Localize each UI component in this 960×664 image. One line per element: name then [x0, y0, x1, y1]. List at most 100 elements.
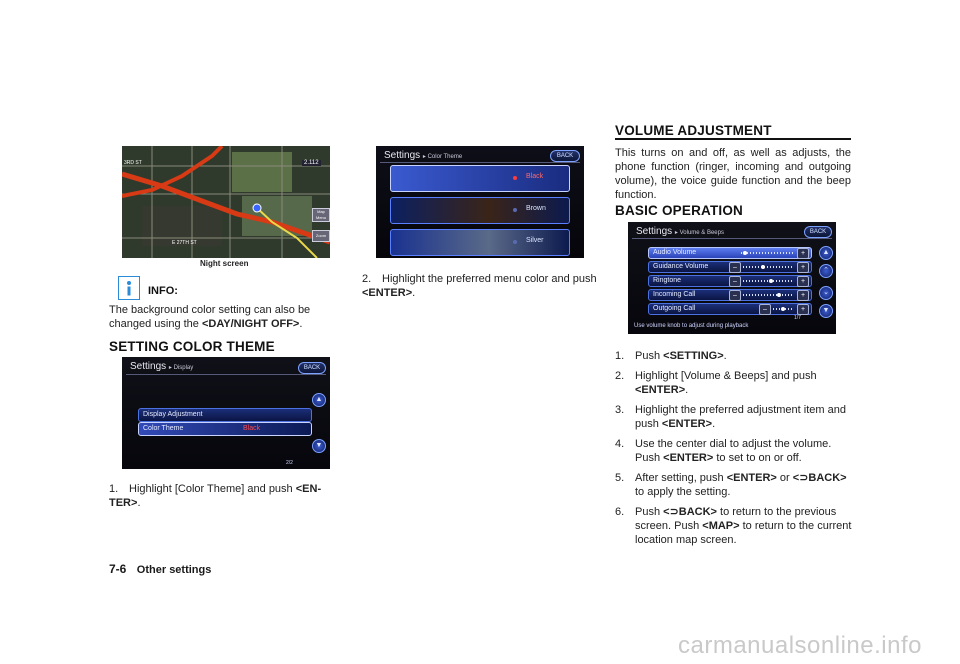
step-item: 4. Use the center dial to adjust the vol…	[615, 437, 853, 465]
page-footer: 7-6 Other settings	[109, 560, 211, 578]
step-text-post: .	[685, 384, 689, 396]
color-theme-screenshot: Settings ▸ Color Theme BACK Black Brown …	[376, 146, 584, 258]
step-number: 5.	[615, 472, 625, 484]
step-text-post: to apply the setting.	[635, 486, 731, 498]
watermark-text: carmanualsonline.info	[678, 632, 922, 659]
step-text: Use the center dial to adjust the volume…	[635, 438, 832, 464]
section-name: Other settings	[136, 564, 212, 576]
color-option-brown[interactable]: Brown	[390, 197, 570, 224]
menu-item-color-theme[interactable]: Color Theme Black	[138, 422, 312, 436]
info-text-key: <DAY/NIGHT OFF>	[201, 318, 300, 330]
step-text-post: to set to on or off.	[713, 452, 802, 464]
basic-operation-steps: 1. Push <SETTING>. 2. Highlight [Volume …	[615, 349, 853, 553]
step-text: Highlight the preferred menu color and p…	[382, 273, 597, 285]
menu-item-incoming-call[interactable]: Incoming Call – +	[648, 289, 812, 301]
menu-item-label: Ringtone	[653, 277, 682, 284]
step-key: <EN-TER>	[109, 483, 322, 509]
step-text: Highlight [Volume & Beeps] and push	[635, 370, 817, 382]
color-option-label: Black	[526, 173, 544, 180]
step-item: 1. Push <SETTING>.	[615, 349, 853, 363]
menu-item-label: Guidance Volume	[653, 263, 709, 270]
screen-title: Settings	[636, 226, 673, 237]
step-key: <⊃BACK>	[792, 472, 847, 484]
back-button[interactable]: BACK	[298, 362, 326, 374]
menu-item-display-adjustment[interactable]: Display Adjustment	[138, 408, 312, 422]
step-text: Highlight [Color Theme] and push	[129, 483, 296, 495]
night-map-screenshot: 3RD ST E 27TH ST 2.112 Map Menu Zoom	[122, 146, 330, 258]
scroll-down-button[interactable]: ▼	[312, 439, 326, 453]
screen-subtitle: ▸ Color Theme	[422, 154, 463, 160]
step-text: Push	[635, 350, 664, 362]
back-label: BACK	[556, 153, 574, 159]
step-key: <⊃BACK>	[663, 506, 717, 518]
scroll-down-button[interactable]: ▼	[819, 304, 833, 318]
back-label: BACK	[303, 365, 321, 371]
screen-title: Settings	[384, 150, 421, 161]
step-key: <ENTER>	[362, 287, 413, 299]
step-key: <ENTER>	[663, 452, 714, 464]
info-text: The background color setting can also be…	[109, 303, 347, 331]
step-key: <ENTER>	[726, 472, 777, 484]
step-text: Highlight the preferred adjustment item …	[635, 404, 846, 430]
selected-dot-icon	[513, 176, 517, 180]
menu-item-label: Color Theme	[143, 425, 184, 432]
step-2: 2. Highlight the preferred menu color and…	[362, 272, 602, 300]
info-text-post: .	[299, 318, 303, 330]
step-1: 1. Highlight [Color Theme] and push <EN-T…	[109, 482, 349, 510]
color-option-label: Brown	[526, 205, 546, 212]
step-number: 1.	[615, 350, 625, 362]
step-key: <MAP>	[702, 520, 740, 532]
step-text: After setting, push	[635, 472, 727, 484]
menu-item-label: Display Adjustment	[143, 411, 203, 418]
page-indicator: 1/7	[794, 315, 801, 321]
map-street-label: 3RD ST	[124, 160, 142, 166]
color-option-label: Silver	[526, 237, 544, 244]
color-option-silver[interactable]: Silver	[390, 229, 570, 256]
back-label: BACK	[809, 229, 827, 235]
step-number: 3.	[615, 404, 625, 416]
step-number: 1.	[109, 483, 119, 495]
page-indicator: 2/2	[286, 460, 293, 466]
step-number: 4.	[615, 438, 625, 450]
menu-item-ringtone[interactable]: Ringtone – +	[648, 275, 812, 287]
scroll-up-button[interactable]: ▲	[312, 393, 326, 407]
menu-item-guidance-volume[interactable]: Guidance Volume – +	[648, 261, 812, 273]
volume-settings-screenshot: Settings ▸ Volume & Beeps BACK Audio Vol…	[628, 222, 836, 334]
map-street-label: E 27TH ST	[172, 240, 197, 246]
map-scale-readout: 2.112	[302, 160, 321, 166]
menu-item-label: Outgoing Call	[653, 305, 696, 312]
step-number: 2.	[362, 273, 372, 285]
screen-subtitle: ▸ Display	[168, 365, 194, 371]
unselected-dot-icon	[513, 208, 517, 212]
step-text-post: .	[723, 350, 727, 362]
night-screen-caption: Night screen	[200, 259, 249, 268]
volume-adjustment-heading: VOLUME ADJUSTMENT	[615, 123, 772, 138]
step-item: 2. Highlight [Volume & Beeps] and push <…	[615, 369, 853, 397]
screen-title: Settings	[130, 361, 167, 372]
back-button[interactable]: BACK	[804, 226, 832, 238]
scroll-page-down-button[interactable]: ⌄	[819, 286, 833, 300]
step-text-post: to return to the current location map sc…	[635, 520, 852, 546]
color-option-black[interactable]: Black	[390, 165, 570, 192]
page-number: 7-6	[109, 562, 127, 576]
map-menu-button[interactable]: Map Menu	[312, 208, 330, 222]
step-item: 5. After setting, push <ENTER> or <⊃BACK…	[615, 471, 853, 499]
scroll-up-button[interactable]: ▲	[819, 246, 833, 260]
back-button[interactable]: BACK	[550, 150, 580, 162]
step-text: Push	[635, 506, 664, 518]
scroll-page-up-button[interactable]: ⌃	[819, 264, 833, 278]
menu-item-label: Incoming Call	[653, 291, 696, 298]
section-heading-color-theme: SETTING COLOR THEME	[109, 339, 275, 354]
map-zoom-button[interactable]: Zoom	[312, 230, 330, 242]
heading-rule	[615, 138, 851, 140]
step-text-post: .	[412, 287, 416, 299]
step-key: <ENTER>	[635, 384, 686, 396]
step-text-post: .	[137, 497, 141, 509]
menu-item-audio-volume[interactable]: Audio Volume +	[648, 247, 812, 259]
info-text-pre: The background color setting can also be…	[109, 304, 311, 330]
step-number: 2.	[615, 370, 625, 382]
menu-item-outgoing-call[interactable]: Outgoing Call – +	[648, 303, 812, 315]
screen-subtitle: ▸ Volume & Beeps	[674, 230, 724, 236]
volume-intro: This turns on and off, as well as adjust…	[615, 147, 851, 201]
step-number: 6.	[615, 506, 625, 518]
